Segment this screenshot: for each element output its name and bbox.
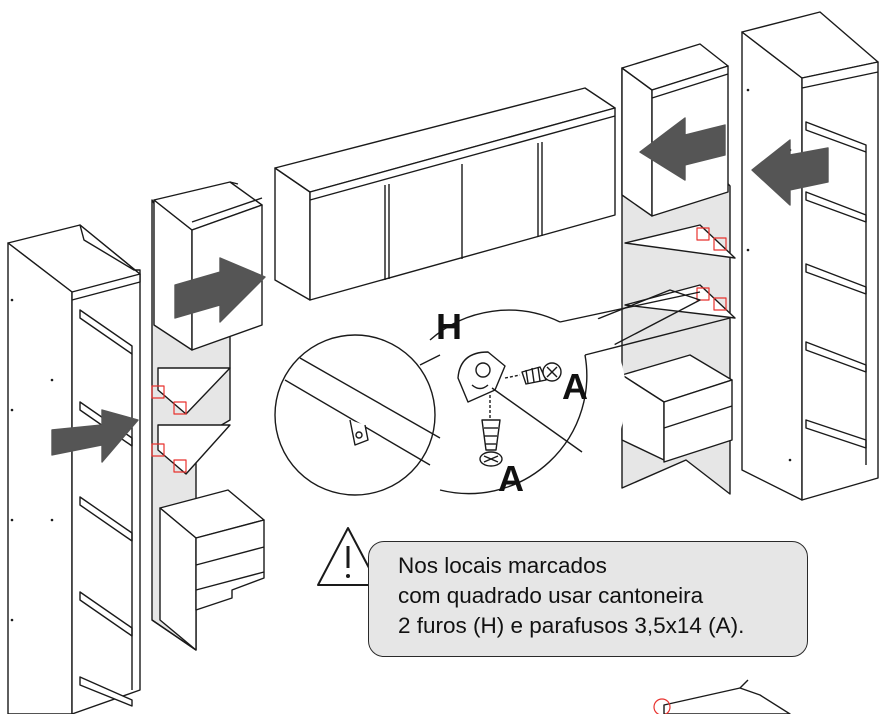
screw-icon: [479, 419, 503, 467]
center-wall-cabinet: [274, 87, 616, 301]
left-square-markers: [151, 385, 187, 473]
right-bookcase-shelves: [805, 121, 867, 465]
note-line: com quadrado usar cantoneira: [398, 583, 704, 608]
warning-icon: [317, 527, 379, 586]
zoom-callout: [274, 277, 731, 513]
left-bookcase: [7, 224, 141, 714]
right-arrow-icon: [51, 257, 266, 463]
instruction-note-text: Nos locais marcados com quadrado usar ca…: [398, 551, 808, 641]
instruction-note: [368, 541, 808, 657]
bottom-partial-piece: [653, 679, 791, 714]
right-square-markers: [696, 227, 727, 311]
note-line: Nos locais marcados: [398, 553, 607, 578]
screw-label: A: [498, 458, 524, 499]
note-line: 2 furos (H) e parafusos 3,5x14 (A).: [398, 613, 745, 638]
right-bookcase: [741, 11, 879, 501]
screw-label: A: [562, 366, 588, 407]
left-arrow-icon: [639, 117, 829, 206]
left-wall-cabinet: [153, 181, 263, 351]
bracket-label: H: [436, 306, 462, 347]
screw-icon: [521, 362, 562, 385]
detail-circle: [274, 334, 436, 496]
